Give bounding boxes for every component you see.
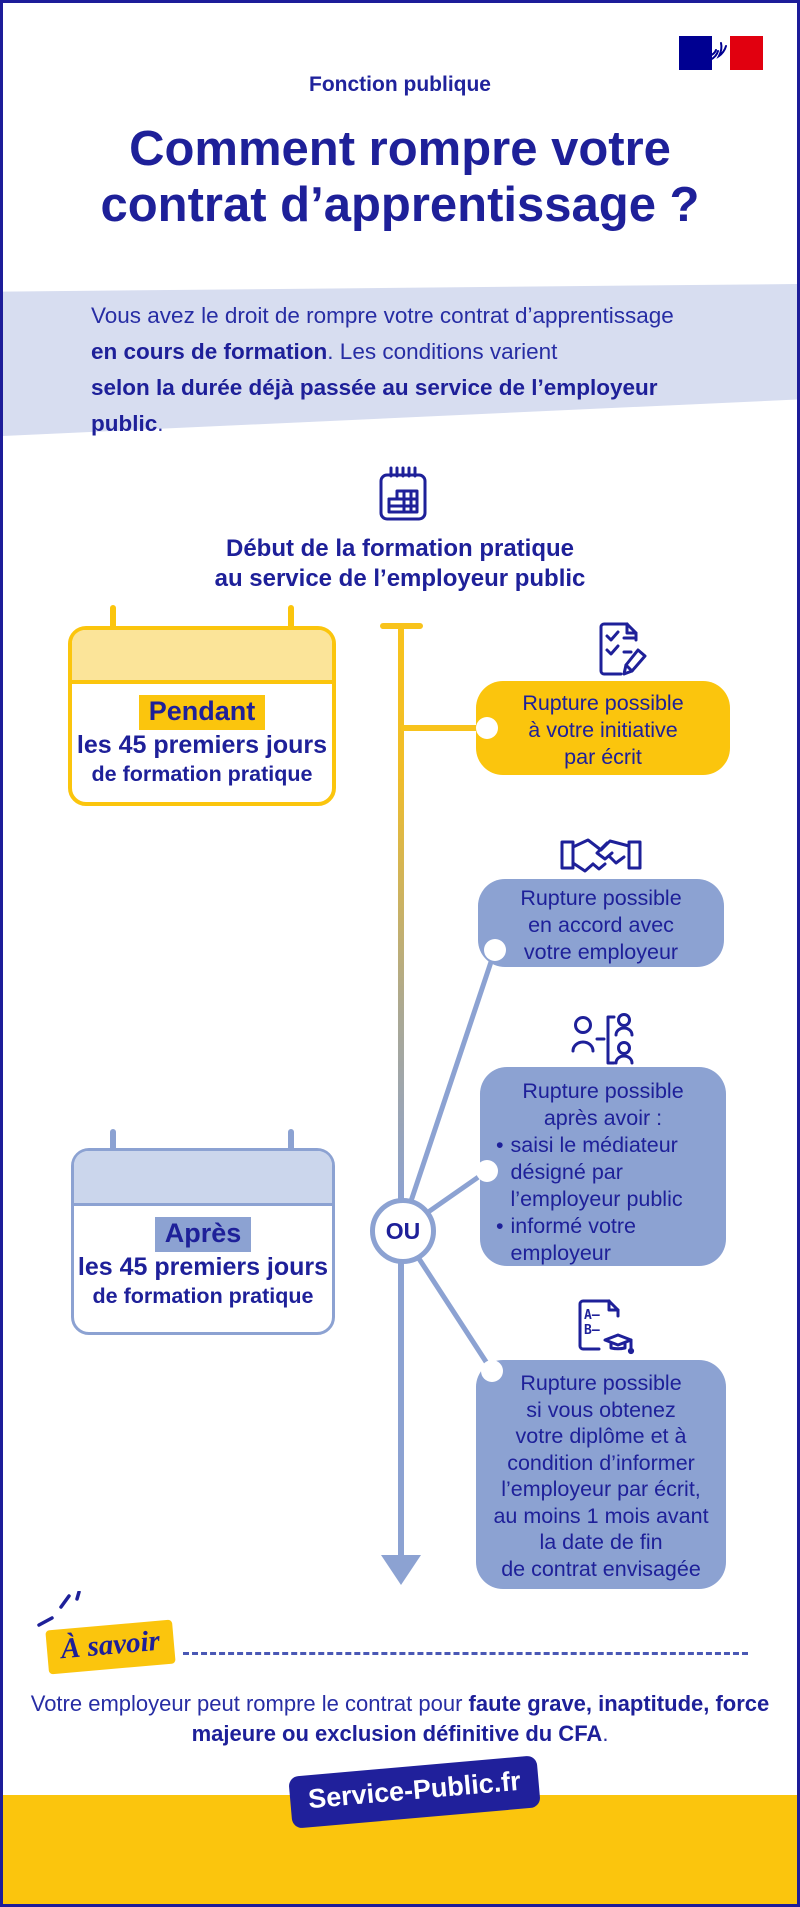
bullet-text: saisi le médiateur désigné par l’employe… — [510, 1133, 683, 1211]
bullet-text: informé votre employeur — [510, 1214, 636, 1265]
intro-line1: Vous avez le droit de rompre votre contr… — [91, 303, 674, 328]
period-line2: de formation pratique — [92, 1284, 314, 1308]
bubble-line: par écrit — [564, 745, 642, 769]
bubble-bullet: •saisi le médiateur désigné par l’employ… — [496, 1132, 716, 1213]
diploma-grade-a: A– — [584, 1308, 600, 1323]
bubble-line: après avoir : — [543, 1106, 663, 1130]
or-node: OU — [370, 1198, 436, 1264]
period-card-pendant: Pendant les 45 premiers jours de formati… — [68, 626, 336, 806]
bubble-line: Rupture possible — [520, 886, 682, 910]
start-heading-line2: au service de l’employeur public — [214, 565, 586, 592]
sparkle-rays-icon — [37, 1591, 81, 1627]
intro-text: Vous avez le droit de rompre votre contr… — [91, 298, 731, 442]
start-heading-line1: Début de la formation pratique — [225, 535, 575, 562]
period-line1: les 45 premiers jours — [77, 1253, 329, 1281]
period-line2: de formation pratique — [91, 762, 313, 786]
intro-line3-bold: selon la durée déjà passée au service de… — [91, 375, 658, 436]
period-line1: les 45 premiers jours — [76, 731, 328, 759]
bubble-line: Rupture possible — [520, 1371, 682, 1395]
period-card-apres: Après les 45 premiers jours de formation… — [71, 1148, 335, 1335]
period-highlight-pendant: Pendant — [138, 695, 266, 730]
bubble-line: Rupture possible — [522, 691, 684, 715]
timeline-start-heading: Début de la formation pratique au servic… — [3, 534, 797, 594]
brand-label: Fonction publique — [309, 73, 491, 96]
bubble-line: en accord avec — [528, 913, 674, 937]
timeline-arrowhead — [381, 1555, 421, 1585]
page-title-line1: Comment rompre votre — [129, 122, 671, 176]
note-text: Votre employeur peut rompre le contrat p… — [3, 1689, 797, 1749]
bubble-line: votre diplôme et à — [515, 1424, 687, 1448]
bubble-line: si vous obtenez — [526, 1397, 676, 1422]
page-title: Comment rompre votre contrat d’apprentis… — [3, 121, 797, 233]
outcome-bubble-initiative: Rupture possible à votre initiative par … — [476, 681, 730, 775]
bubble-line: la date de fin — [539, 1530, 663, 1554]
note-text-bold: faute grave, inaptitude, force majeure o… — [191, 1691, 770, 1746]
intro-line2-bold: en cours de formation — [91, 339, 328, 364]
french-government-flag-icon — [679, 36, 763, 70]
intro-line2-rest: . Les conditions varient — [327, 339, 558, 364]
bullet-dot: • — [496, 1133, 504, 1157]
handshake-icon — [560, 838, 642, 873]
note-text-end: . — [602, 1721, 609, 1746]
intro-line3-rest: . — [157, 411, 164, 436]
bubble-line: condition d’informer — [507, 1450, 695, 1475]
mediator-people-icon — [571, 1013, 634, 1065]
note-divider — [183, 1652, 748, 1655]
bubble-line: de contrat envisagée — [501, 1556, 701, 1581]
outcome-bubble-mediateur: Rupture possible après avoir : •saisi le… — [480, 1067, 726, 1266]
period-highlight-apres: Après — [154, 1217, 252, 1252]
calendar-grid-icon — [379, 466, 427, 521]
bubble-bullet: •informé votre employeur — [496, 1213, 716, 1267]
document-check-pencil-icon — [599, 622, 647, 676]
bullet-dot: • — [496, 1214, 504, 1238]
calendar-header-band — [74, 1151, 332, 1206]
bubble-line: au moins 1 mois avant — [493, 1503, 709, 1528]
or-label: OU — [385, 1217, 421, 1244]
bubble-line: Rupture possible — [522, 1079, 684, 1103]
bubble-line: votre employeur — [523, 940, 679, 964]
calendar-header-band — [72, 630, 332, 684]
page-title-line2: contrat d’apprentissage ? — [100, 178, 700, 232]
note-text-normal: Votre employeur peut rompre le contrat p… — [30, 1691, 469, 1716]
bubble-line: à votre initiative — [528, 718, 678, 742]
bubble-line: l’employeur par écrit, — [501, 1477, 701, 1501]
outcome-bubble-accord: Rupture possible en accord avec votre em… — [478, 879, 724, 967]
diploma-document-icon: A– B– — [578, 1299, 635, 1355]
diploma-grade-b: B– — [584, 1323, 600, 1338]
outcome-bubble-diplome: Rupture possible si vous obtenez votre d… — [476, 1360, 726, 1589]
